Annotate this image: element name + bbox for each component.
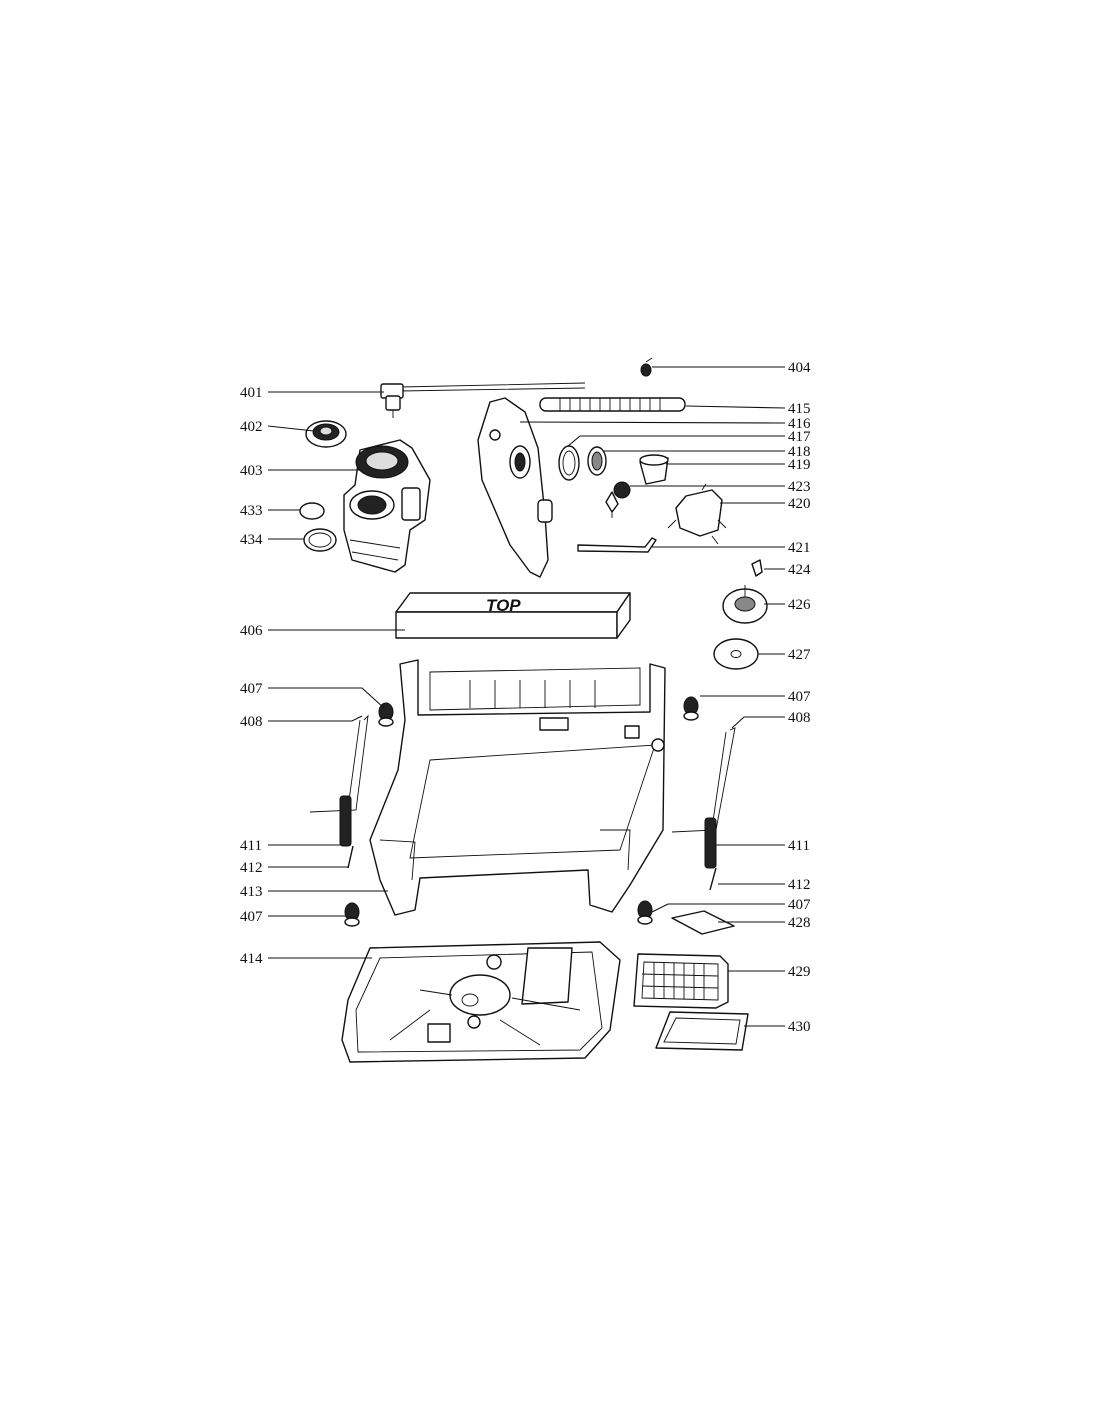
callout-415: 415 xyxy=(788,401,811,417)
leader-408b xyxy=(731,716,785,729)
callout-407b: 407 xyxy=(788,689,811,705)
part-o-ring xyxy=(558,445,580,481)
callout-411a: 411 xyxy=(240,838,262,854)
part-foot-lower-right xyxy=(637,900,653,925)
callout-427: 427 xyxy=(788,647,811,663)
part-pump-cup xyxy=(639,454,669,485)
callout-labels-right: 404 415 416 417 418 419 423 420 421 424 … xyxy=(788,360,811,1035)
top-box-text: TOP xyxy=(486,596,521,615)
part-drain-hose xyxy=(539,397,686,412)
leader-417 xyxy=(567,435,785,447)
part-small-plate xyxy=(671,910,735,935)
part-rod-right xyxy=(671,727,736,833)
callout-408b: 408 xyxy=(788,710,811,726)
callout-429: 429 xyxy=(788,964,811,980)
part-small-o-ring xyxy=(299,502,325,520)
leader-407d xyxy=(651,903,785,913)
callout-414: 414 xyxy=(240,951,263,967)
part-clip xyxy=(751,559,763,577)
callout-407d: 407 xyxy=(788,897,811,913)
callout-423: 423 xyxy=(788,479,811,495)
part-motor-bracket xyxy=(667,483,727,545)
callout-420: 420 xyxy=(788,496,811,512)
callout-402: 402 xyxy=(240,419,263,435)
callout-408a: 408 xyxy=(240,714,263,730)
leader-407a xyxy=(268,687,385,709)
part-power-cord xyxy=(380,382,586,418)
leader-415 xyxy=(685,405,786,409)
callout-411b: 411 xyxy=(788,838,810,854)
callout-407c: 407 xyxy=(240,909,263,925)
part-disc xyxy=(713,638,759,670)
callout-labels-left: 401 402 403 433 434 406 407 408 411 412 … xyxy=(240,385,263,967)
part-pump-assembly xyxy=(343,439,431,573)
part-gear-knob xyxy=(305,420,347,448)
part-side-panel xyxy=(477,397,553,578)
part-large-gasket xyxy=(303,528,337,552)
callout-419: 419 xyxy=(788,457,811,473)
leader-402 xyxy=(267,425,315,432)
part-screw-right xyxy=(709,867,717,891)
callout-421: 421 xyxy=(788,540,811,556)
part-small-fitting xyxy=(640,357,653,377)
callout-424: 424 xyxy=(788,562,811,578)
leader-lines xyxy=(267,366,786,1027)
part-main-frame xyxy=(369,659,666,916)
callout-417: 417 xyxy=(788,429,811,445)
leader-416 xyxy=(519,421,786,424)
part-rod-left xyxy=(309,714,369,813)
part-top-box: TOP xyxy=(395,592,631,639)
callout-430: 430 xyxy=(788,1019,811,1035)
part-foot-upper-left xyxy=(378,702,394,727)
leader-408a xyxy=(268,715,363,722)
callout-416: 416 xyxy=(788,416,811,432)
part-spring-left xyxy=(339,795,352,847)
callout-433: 433 xyxy=(240,503,263,519)
part-flange xyxy=(722,585,768,624)
callout-434: 434 xyxy=(240,532,263,548)
callout-406: 406 xyxy=(240,623,263,639)
callout-428: 428 xyxy=(788,915,811,931)
callout-403: 403 xyxy=(240,463,263,479)
callout-401: 401 xyxy=(240,385,263,401)
part-tray xyxy=(655,1011,749,1051)
part-filter-disc xyxy=(587,446,607,476)
callout-407a: 407 xyxy=(240,681,263,697)
part-screw-left xyxy=(347,845,354,869)
part-foot-lower-left xyxy=(344,902,360,927)
part-spring-right xyxy=(704,817,717,869)
part-tube xyxy=(577,537,657,553)
callout-412a: 412 xyxy=(240,860,263,876)
part-base-plate xyxy=(341,941,621,1063)
callout-426: 426 xyxy=(788,597,811,613)
callout-404: 404 xyxy=(788,360,811,376)
part-valve xyxy=(605,481,631,518)
callout-413: 413 xyxy=(240,884,263,900)
part-foot-upper-right xyxy=(683,696,699,721)
part-grid-filter xyxy=(633,953,729,1009)
callout-412b: 412 xyxy=(788,877,811,893)
callout-418: 418 xyxy=(788,444,811,460)
